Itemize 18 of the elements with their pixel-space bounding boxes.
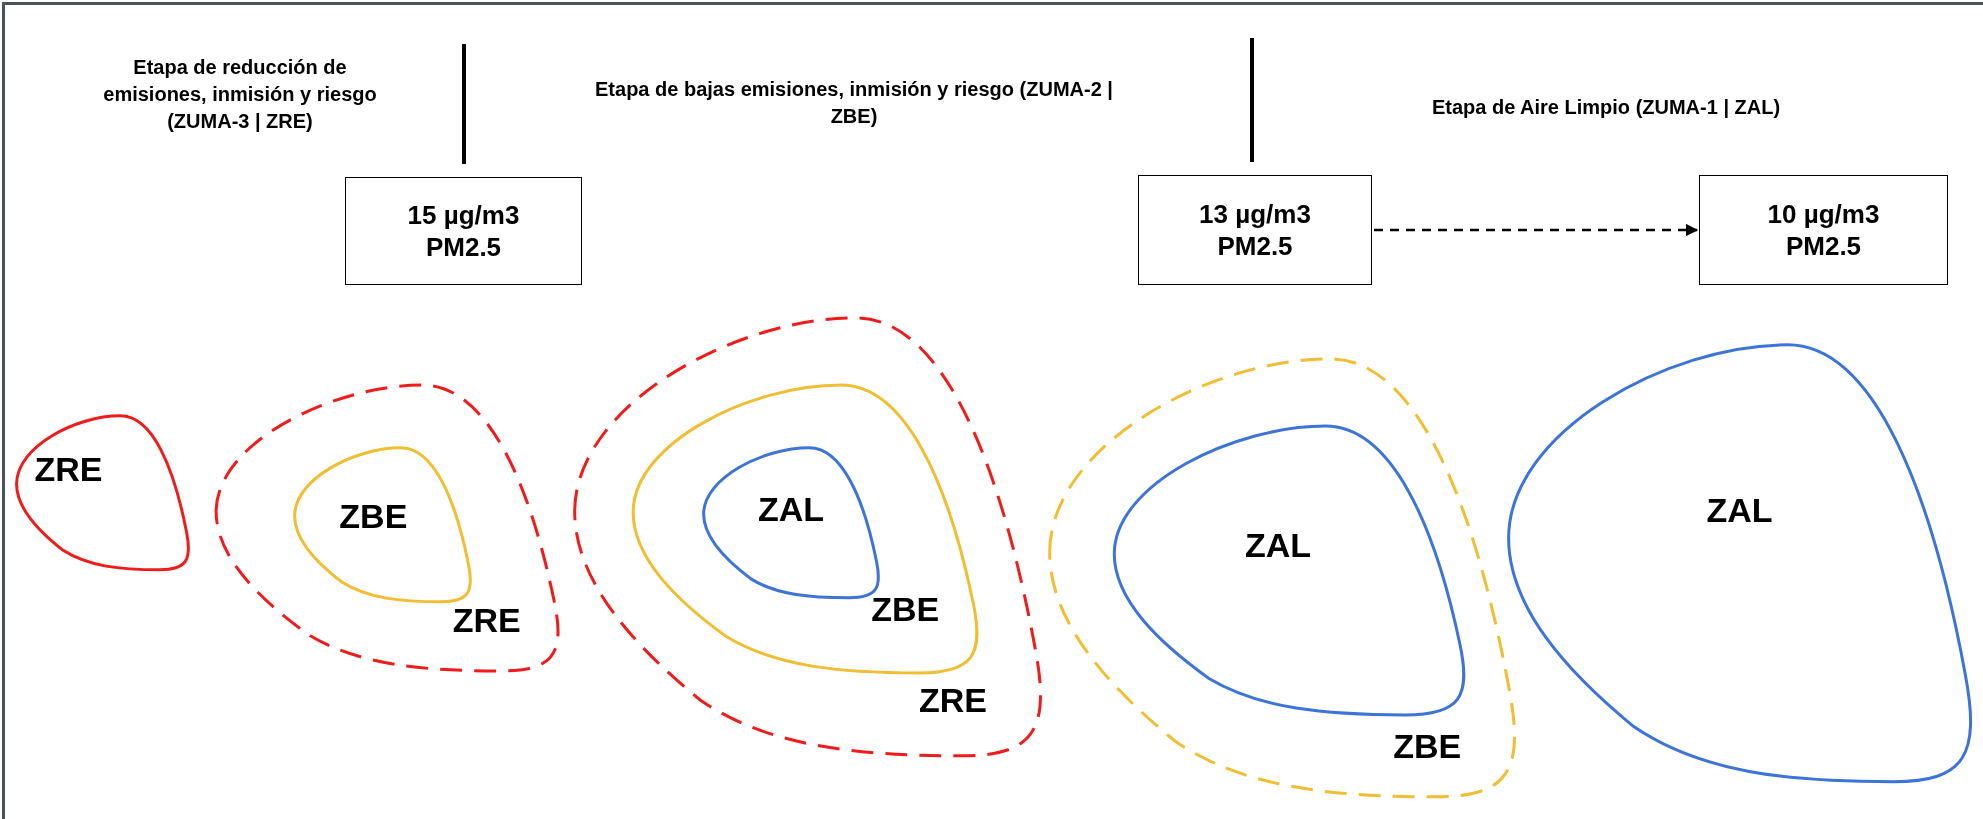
- zone-label: ZAL: [1706, 493, 1773, 528]
- zone-label: ZRE: [919, 683, 987, 718]
- zone-outline: [291, 443, 474, 605]
- zone-label: ZRE: [34, 452, 103, 487]
- zone-label: ZAL: [1245, 527, 1312, 562]
- value-box: 10 µg/m3 PM2.5: [1699, 175, 1948, 285]
- stage-heading: Etapa de reducción de emisiones, inmisión y riesgo (ZUMA-3 | ZRE): [102, 55, 378, 134]
- zone-label: ZAL: [757, 492, 825, 527]
- zone-label: ZRE: [452, 602, 521, 637]
- arrow: [1374, 223, 1699, 237]
- zone-label: ZBE: [339, 498, 408, 533]
- value-box: 15 µg/m3 PM2.5: [345, 177, 582, 285]
- zone-outline: [13, 411, 192, 573]
- stage-heading: Etapa de Aire Limpio (ZUMA-1 | ZAL): [1430, 95, 1782, 120]
- value-box: 13 µg/m3 PM2.5: [1138, 175, 1372, 285]
- zone-label: ZBE: [1393, 729, 1462, 764]
- stage-heading: Etapa de bajas emisiones, inmisión y riesgo (ZUMA-2 | ZBE): [594, 77, 1114, 129]
- zone-label: ZBE: [871, 592, 940, 627]
